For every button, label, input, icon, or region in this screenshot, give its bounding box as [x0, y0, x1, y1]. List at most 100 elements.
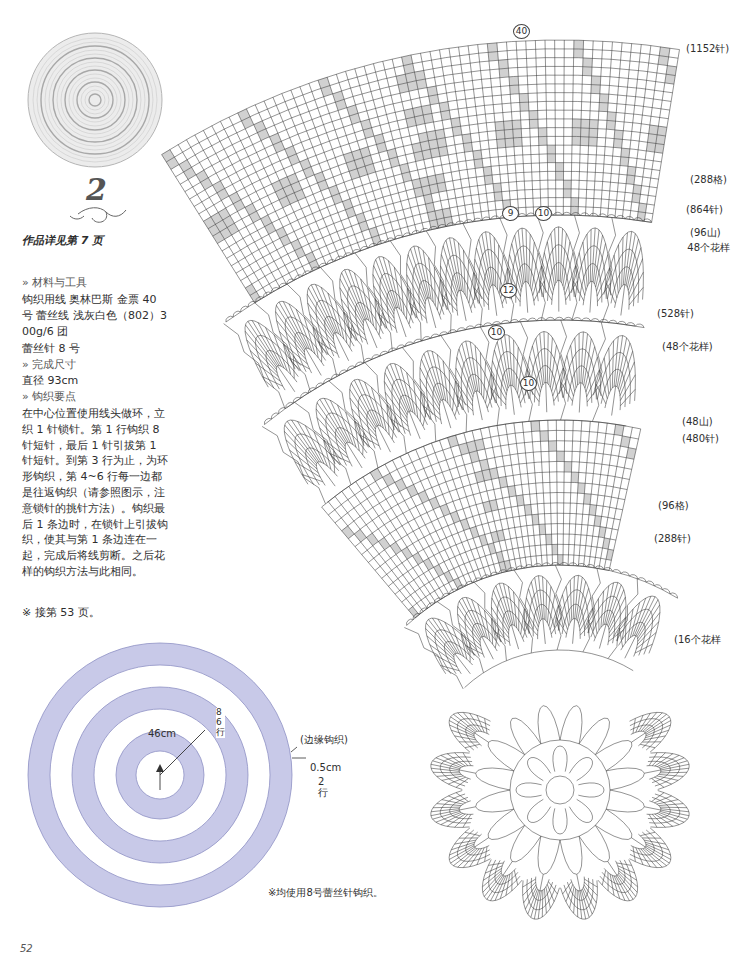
page-number: 52 [20, 942, 33, 955]
ring-band [28, 643, 292, 907]
solid-block [571, 198, 579, 207]
stitch-line [559, 332, 600, 396]
stitch-line [455, 840, 476, 844]
stitch-line [630, 828, 671, 868]
stitch-line [604, 231, 644, 299]
stitch-line [645, 730, 669, 738]
stitch-line [591, 319, 600, 322]
stitch-line [491, 216, 500, 219]
stitch-line [392, 460, 458, 589]
solid-block [548, 441, 556, 452]
stitch-line [414, 381, 418, 418]
pattern-count: 48个花样 [685, 241, 732, 254]
stitch-count: (480针) [680, 432, 721, 445]
solid-block [342, 526, 355, 539]
solid-block [495, 121, 504, 130]
stitch-line [500, 218, 514, 322]
solid-block [356, 213, 366, 224]
stitch-line [612, 875, 620, 899]
stitch-line [355, 253, 392, 351]
stitch-line [327, 260, 335, 265]
row-number: 10 [520, 376, 537, 391]
stitch-line [320, 267, 364, 362]
stitch-line [590, 229, 592, 282]
solid-block [572, 136, 581, 145]
stitch-line [573, 576, 574, 619]
stitch-line [549, 595, 555, 626]
stitch-line [632, 733, 646, 742]
ring-band [116, 731, 204, 819]
stitch-line [482, 860, 522, 901]
solid-block [531, 421, 540, 432]
stitch-line [566, 884, 573, 901]
stitch-line [431, 809, 459, 812]
material-text: 蕾丝针 8 号 [22, 342, 80, 356]
stitch-line [646, 581, 654, 586]
stitch-line [513, 340, 514, 387]
note: ※ 接第 53 页。 [22, 606, 100, 620]
stitch-line [498, 570, 507, 574]
stitch-line [593, 608, 597, 633]
solid-block [563, 180, 571, 189]
solid-block [540, 431, 549, 442]
solid-block [473, 150, 482, 160]
stitch-line [640, 744, 655, 748]
solid-block [305, 252, 316, 263]
stitch-line [341, 299, 364, 330]
stitch-line [649, 753, 657, 766]
stitch-line [468, 46, 489, 220]
stitch-line [625, 231, 632, 284]
stitch-line [537, 318, 546, 321]
stitch-line [463, 753, 471, 766]
solid-block [496, 130, 505, 139]
stitch-line [510, 825, 540, 861]
page-reference: 作品详见第 7 页 [22, 234, 103, 248]
solid-block [245, 203, 257, 215]
stitch-line [616, 336, 623, 387]
stitch-line [661, 809, 689, 812]
stitch-line [335, 333, 349, 361]
stitch-line [360, 246, 368, 250]
stitch-line [551, 562, 560, 565]
stitch-line [657, 800, 678, 805]
stitch-line [286, 402, 293, 408]
solid-block [599, 102, 608, 111]
stitch-line [307, 294, 333, 336]
stitch-line [320, 399, 347, 442]
stitch-line [584, 879, 597, 887]
stitch-line [493, 285, 497, 316]
stitch-line [354, 273, 368, 320]
stitch-line [503, 583, 513, 624]
doily-ring [65, 70, 125, 130]
stitch-line [324, 378, 332, 383]
stitch-line [287, 284, 337, 376]
stitch-line [449, 828, 490, 868]
solid-block [547, 145, 555, 154]
stitch-line [530, 242, 534, 287]
stitch-line [579, 825, 609, 861]
stitch-line [511, 625, 518, 649]
stitch-line [428, 351, 443, 400]
border-label: (边缘钩织) [300, 733, 348, 746]
stitch-line [335, 256, 343, 261]
stitch-line [661, 764, 689, 770]
stitch-line [271, 288, 279, 293]
stitch-line [483, 873, 502, 892]
stitch-line [578, 783, 604, 797]
stitch-line [546, 887, 551, 908]
stitch-line [333, 333, 352, 358]
solid-block [497, 139, 506, 148]
stitch-line [355, 421, 360, 450]
stitch-line [548, 882, 557, 894]
stitch-line [566, 586, 570, 622]
doily-ring [53, 58, 137, 142]
solid-block [196, 170, 208, 182]
stitch-line [552, 355, 560, 391]
stitch-line [377, 426, 390, 453]
solid-block [498, 59, 508, 68]
stitch-line [546, 776, 574, 804]
stitch-line [640, 832, 655, 836]
solid-block [452, 126, 462, 136]
solid-block [649, 125, 659, 135]
stitch-line [634, 218, 643, 221]
